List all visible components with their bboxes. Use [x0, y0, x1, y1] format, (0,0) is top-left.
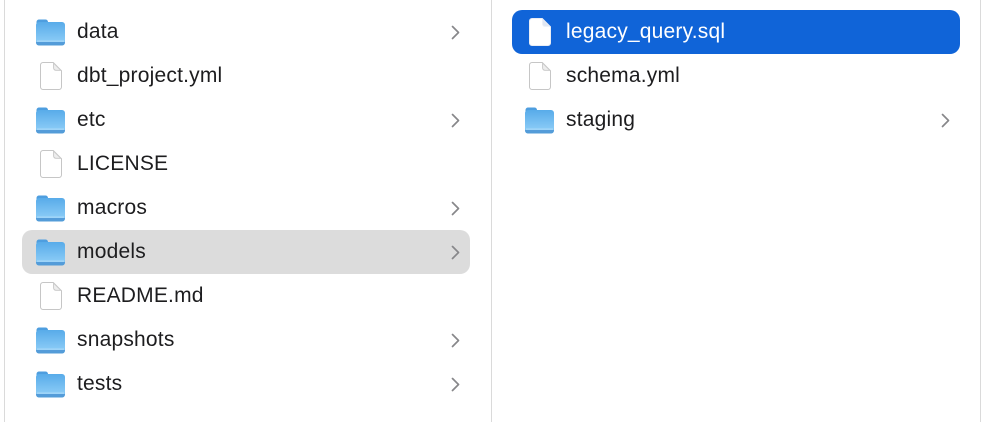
- item-label: models: [77, 240, 146, 263]
- chevron-right-icon: [450, 112, 461, 129]
- document-icon: [525, 61, 554, 91]
- document-icon: [36, 281, 65, 311]
- folder-icon: [36, 17, 65, 47]
- folder-icon: [36, 193, 65, 223]
- folder-icon: [36, 325, 65, 355]
- file-row-dbt_project.yml[interactable]: dbt_project.yml: [22, 54, 470, 98]
- column-divider[interactable]: [980, 0, 981, 422]
- folder-icon: [36, 237, 65, 267]
- folder-row-staging[interactable]: staging: [512, 98, 960, 142]
- item-label: LICENSE: [77, 152, 169, 175]
- folder-row-tests[interactable]: tests: [22, 362, 470, 406]
- folder-icon: [36, 369, 65, 399]
- chevron-right-icon: [450, 332, 461, 349]
- chevron-right-icon: [940, 112, 951, 129]
- file-row-schema.yml[interactable]: schema.yml: [512, 54, 960, 98]
- document-icon: [36, 149, 65, 179]
- file-row-LICENSE[interactable]: LICENSE: [22, 142, 470, 186]
- file-row-legacy_query.sql[interactable]: legacy_query.sql: [512, 10, 960, 54]
- folder-row-models[interactable]: models: [22, 230, 470, 274]
- column-divider[interactable]: [4, 0, 5, 422]
- file-column-2: legacy_query.sql schema.yml staging: [492, 0, 980, 422]
- chevron-right-icon: [450, 376, 461, 393]
- folder-row-etc[interactable]: etc: [22, 98, 470, 142]
- chevron-right-icon: [450, 24, 461, 41]
- chevron-right-icon: [450, 200, 461, 217]
- folder-icon: [525, 105, 554, 135]
- folder-icon: [36, 105, 65, 135]
- item-label: tests: [77, 372, 123, 395]
- item-label: schema.yml: [566, 64, 681, 87]
- item-label: staging: [566, 108, 636, 131]
- folder-row-data[interactable]: data: [22, 10, 470, 54]
- document-icon: [525, 17, 554, 47]
- folder-row-macros[interactable]: macros: [22, 186, 470, 230]
- item-label: README.md: [77, 284, 204, 307]
- item-label: data: [77, 20, 119, 43]
- file-row-README.md[interactable]: README.md: [22, 274, 470, 318]
- chevron-right-icon: [450, 244, 461, 261]
- column-divider[interactable]: [491, 0, 492, 422]
- folder-row-snapshots[interactable]: snapshots: [22, 318, 470, 362]
- item-label: macros: [77, 196, 148, 219]
- item-label: legacy_query.sql: [566, 20, 726, 43]
- document-icon: [36, 61, 65, 91]
- item-label: dbt_project.yml: [77, 64, 223, 87]
- item-label: etc: [77, 108, 106, 131]
- item-label: snapshots: [77, 328, 175, 351]
